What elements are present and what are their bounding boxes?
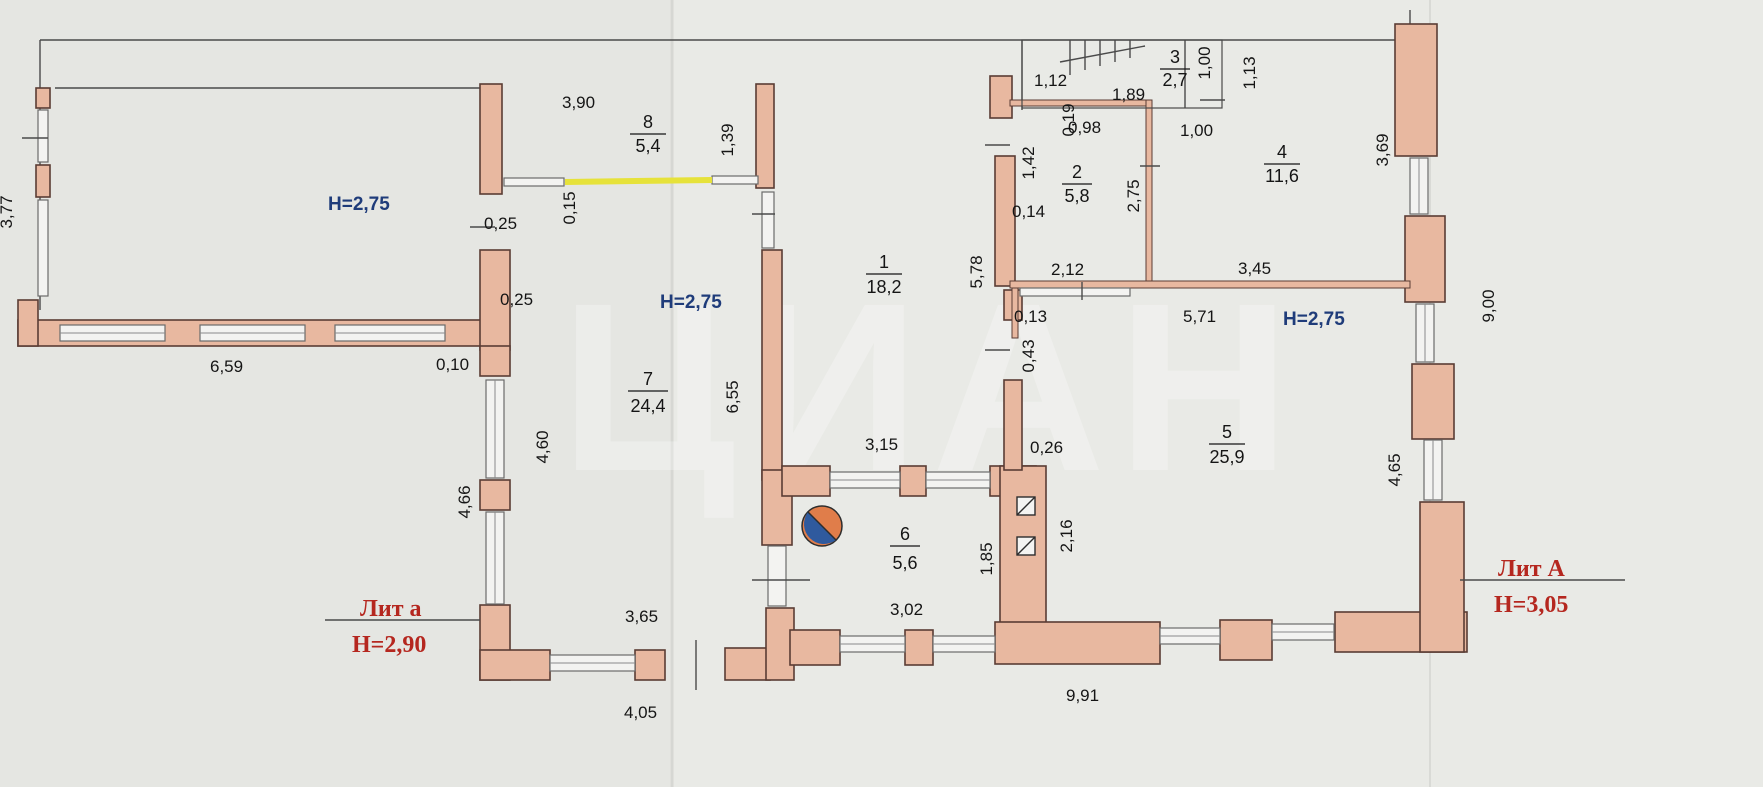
stair-icon [1021, 39, 1225, 109]
room-area: 24,4 [630, 396, 665, 416]
dim-label: 0,19 [1059, 103, 1078, 136]
lit-a-big-height: H=3,05 [1494, 592, 1568, 618]
dim-label: 3,45 [1238, 259, 1271, 278]
dim-label: 0,25 [500, 290, 533, 309]
room-area: 25,9 [1209, 447, 1244, 467]
dim-label: 1,13 [1240, 56, 1259, 89]
dim-label: 1,85 [977, 542, 996, 575]
dim-label: 9,91 [1066, 686, 1099, 705]
dim-label: 0,13 [1014, 307, 1047, 326]
room-4: 4 11,6 [1264, 142, 1300, 186]
height-right-wing: H=2,75 [1283, 309, 1345, 330]
room-area: 11,6 [1265, 166, 1299, 186]
room-6: 6 5,6 [890, 524, 920, 573]
dim-label: 3,65 [625, 607, 658, 626]
dim-label: 0,43 [1019, 339, 1038, 372]
dim-label: 4,66 [455, 485, 474, 518]
lit-a-small-height: H=2,90 [352, 632, 426, 658]
room-area: 5,8 [1064, 186, 1089, 206]
ventilation-duct-icon [1016, 496, 1036, 556]
dim-label: 1,00 [1195, 46, 1214, 79]
room-area: 18,2 [866, 277, 901, 297]
lit-a-big-title: Лит А [1498, 556, 1566, 582]
dim-label: 1,42 [1019, 146, 1038, 179]
room-7: 7 24,4 [628, 369, 668, 416]
room-5: 5 25,9 [1209, 422, 1245, 467]
dim-label: 1,89 [1112, 85, 1145, 104]
room-number: 6 [900, 524, 910, 544]
room-number: 3 [1170, 47, 1180, 67]
room-1: 1 18,2 [866, 252, 902, 297]
dim-label: 3,02 [890, 600, 923, 619]
dim-label: 0,14 [1012, 202, 1045, 221]
dimension-labels-vertical: 1,39 0,15 4,60 4,66 6,55 5,78 1,85 2,16 … [0, 46, 1498, 575]
dim-label: 4,05 [624, 703, 657, 722]
lit-a-small-title: Лит а [360, 596, 422, 622]
dimension-labels: 3,90 0,25 0,25 6,59 0,10 3,65 4,05 3,15 … [210, 71, 1271, 722]
room-area: 2,7 [1162, 70, 1187, 90]
room-number: 2 [1072, 162, 1082, 182]
dim-label: 3,90 [562, 93, 595, 112]
windows [37, 109, 1443, 672]
dim-label: 4,60 [533, 430, 552, 463]
room-number: 1 [879, 252, 889, 272]
dim-label: 3,77 [0, 195, 16, 228]
dim-label: 3,15 [865, 435, 898, 454]
dim-label: 5,78 [967, 255, 986, 288]
room-8: 8 5,4 [630, 112, 666, 156]
room-2: 2 5,8 [1062, 162, 1092, 206]
door-highlight [564, 177, 713, 185]
room-area: 5,4 [635, 136, 660, 156]
room-number: 7 [643, 369, 653, 389]
dim-label: 0,15 [560, 191, 579, 224]
dim-label: 0,26 [1030, 438, 1063, 457]
room-number: 5 [1222, 422, 1232, 442]
dim-label: 6,59 [210, 357, 243, 376]
room-number: 4 [1277, 142, 1287, 162]
dim-label: 9,00 [1479, 289, 1498, 322]
dim-label: 4,65 [1385, 453, 1404, 486]
dim-label: 0,98 [1068, 118, 1101, 137]
gas-boiler-icon [801, 505, 843, 547]
room-number: 8 [643, 112, 653, 132]
dim-label: 0,10 [436, 355, 469, 374]
dim-label: 6,55 [723, 380, 742, 413]
height-left-room: H=2,75 [328, 194, 390, 215]
dim-label: 5,71 [1183, 307, 1216, 326]
dim-label: 1,12 [1034, 71, 1067, 90]
dim-label: 1,00 [1180, 121, 1213, 140]
room-area: 5,6 [892, 553, 917, 573]
dimension-ticks [22, 137, 1625, 690]
dim-label: 2,75 [1124, 179, 1143, 212]
dim-label: 0,25 [484, 214, 517, 233]
dim-label: 2,12 [1051, 260, 1084, 279]
dim-label: 3,69 [1373, 133, 1392, 166]
room-3: 3 2,7 [1160, 47, 1190, 90]
dim-label: 2,16 [1057, 519, 1076, 552]
dim-label: 1,39 [718, 123, 737, 156]
height-corridor: H=2,75 [660, 292, 722, 313]
